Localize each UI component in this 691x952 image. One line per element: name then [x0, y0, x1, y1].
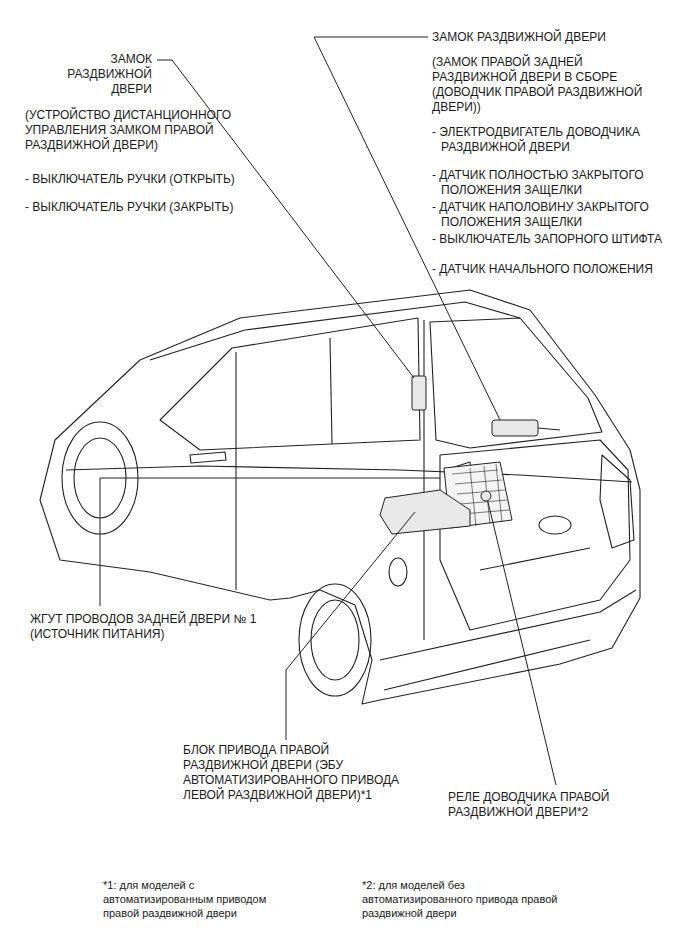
callout-label: - ВЫКЛЮЧАТЕЛЬ РУЧКИ (ЗАКРЫТЬ)	[25, 200, 285, 215]
leader-line	[286, 512, 415, 740]
callout-label: ЗАМОК РАЗДВИЖНОЙ ДВЕРИ	[57, 52, 152, 97]
callout-label: - ДАТЧИК НАПОЛОВИНУ ЗАКРЫТОГО ПОЛОЖЕНИЯ …	[432, 200, 672, 230]
leader-line	[100, 478, 440, 606]
relay	[481, 491, 491, 501]
lock-cable	[538, 428, 560, 430]
callout-label: - ВЫКЛЮЧАТЕЛЬ РУЧКИ (ОТКРЫТЬ)	[25, 172, 285, 187]
rear-lock	[492, 420, 538, 436]
leader-line	[488, 502, 556, 785]
drive-unit	[380, 490, 470, 534]
leader-line	[157, 60, 414, 378]
callout-label: РЕЛЕ ДОВОДЧИКА ПРАВОЙ РАЗДВИЖНОЙ ДВЕРИ*2	[448, 790, 653, 820]
footnote: *1: для моделей с автоматизированным при…	[103, 878, 293, 920]
callout-label: - ЭЛЕКТРОДВИГАТЕЛЬ ДОВОДЧИКА РАЗДВИЖНОЙ …	[432, 125, 672, 155]
callout-label: - ДАТЧИК ПОЛНОСТЬЮ ЗАКРЫТОГО ПОЛОЖЕНИЯ З…	[432, 168, 672, 198]
callout-label: БЛОК ПРИВОДА ПРАВОЙ РАЗДВИЖНОЙ ДВЕРИ (ЭБ…	[183, 743, 408, 803]
footnote: *2: для моделей без автоматизированного …	[362, 878, 562, 920]
callout-label: (УСТРОЙСТВО ДИСТАНЦИОННОГО УПРАВЛЕНИЯ ЗА…	[25, 108, 265, 153]
callout-label: - ВЫКЛЮЧАТЕЛЬ ЗАПОРНОГО ШТИФТА	[432, 232, 672, 247]
callout-label: (ЗАМОК ПРАВОЙ ЗАДНЕЙ РАЗДВИЖНОЙ ДВЕРИ В …	[432, 55, 647, 115]
car-body	[40, 290, 640, 704]
callout-label: ЖГУТ ПРОВОДОВ ЗАДНЕЙ ДВЕРИ № 1 (ИСТОЧНИК…	[30, 612, 290, 642]
door-components	[380, 376, 560, 534]
callout-label: ЗАМОК РАЗДВИЖНОЙ ДВЕРИ	[432, 30, 672, 45]
callout-label: - ДАТЧИК НАЧАЛЬНОГО ПОЛОЖЕНИЯ	[432, 262, 672, 277]
front-lock	[412, 376, 426, 410]
wheels	[62, 422, 371, 696]
